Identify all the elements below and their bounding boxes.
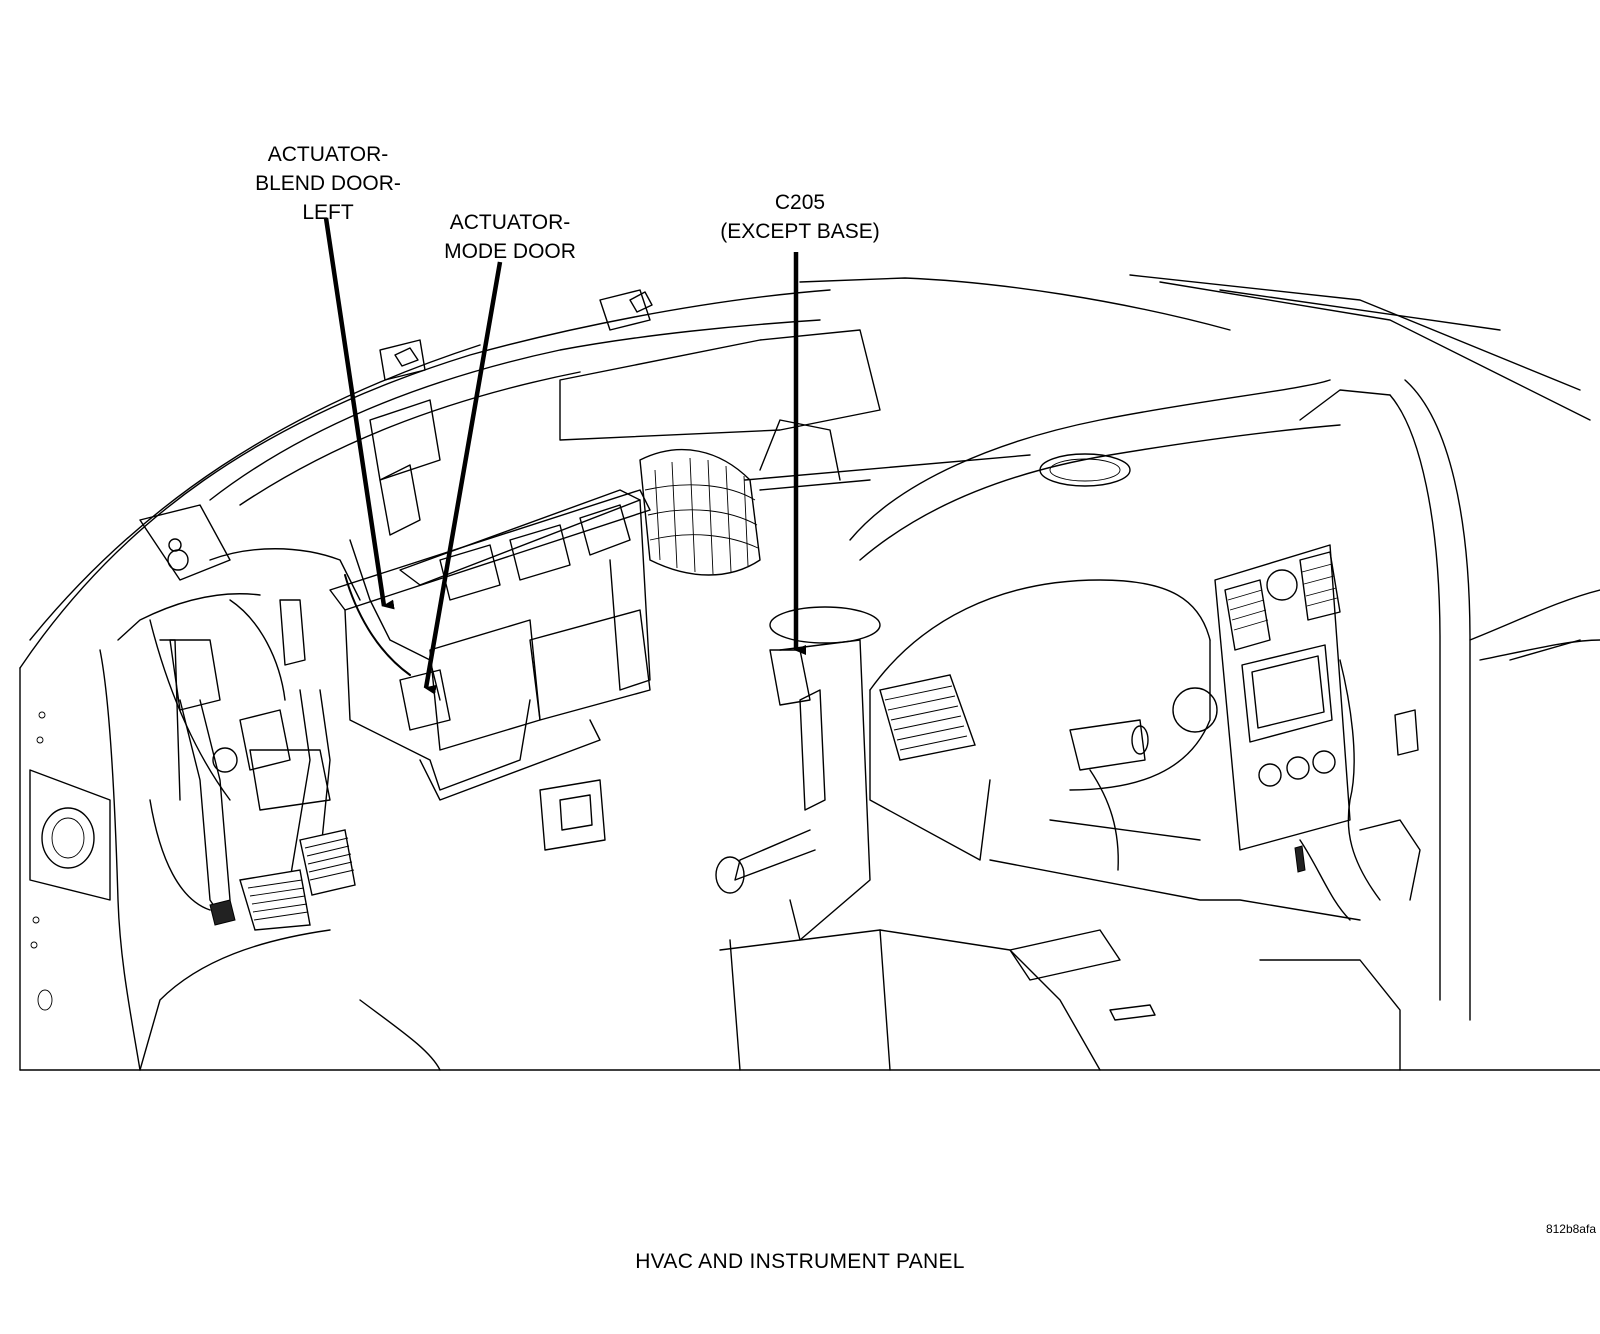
figure-id: 812b8afa — [1545, 1222, 1596, 1236]
callout-line: (EXCEPT BASE) — [720, 220, 880, 243]
floor-tunnel — [139, 929, 1401, 1071]
callout-c205: C205 (EXCEPT BASE) — [700, 188, 900, 246]
callout-leaders — [323, 217, 806, 695]
callout-line: LEFT — [302, 201, 354, 224]
leader-mode-door — [423, 261, 503, 695]
callout-line: BLEND DOOR- — [255, 172, 401, 195]
callout-actuator-mode-door: ACTUATOR- MODE DOOR — [425, 208, 595, 266]
blower-duct — [379, 289, 1031, 576]
pedal-assembly — [149, 639, 356, 931]
mounting-clips — [394, 291, 653, 367]
callout-line: ACTUATOR- — [449, 211, 571, 234]
callout-line: MODE DOOR — [444, 240, 576, 263]
instrument-panel — [715, 379, 1421, 941]
vehicle-body-outline — [19, 274, 1600, 1071]
callout-line: C205 — [774, 191, 826, 214]
callout-line: ACTUATOR- — [267, 143, 389, 166]
hvac-module — [329, 399, 651, 851]
leader-blend-door-left — [323, 217, 395, 610]
callout-actuator-blend-door-left: ACTUATOR- BLEND DOOR- LEFT — [238, 140, 418, 227]
figure-caption: HVAC AND INSTRUMENT PANEL — [635, 1250, 965, 1273]
